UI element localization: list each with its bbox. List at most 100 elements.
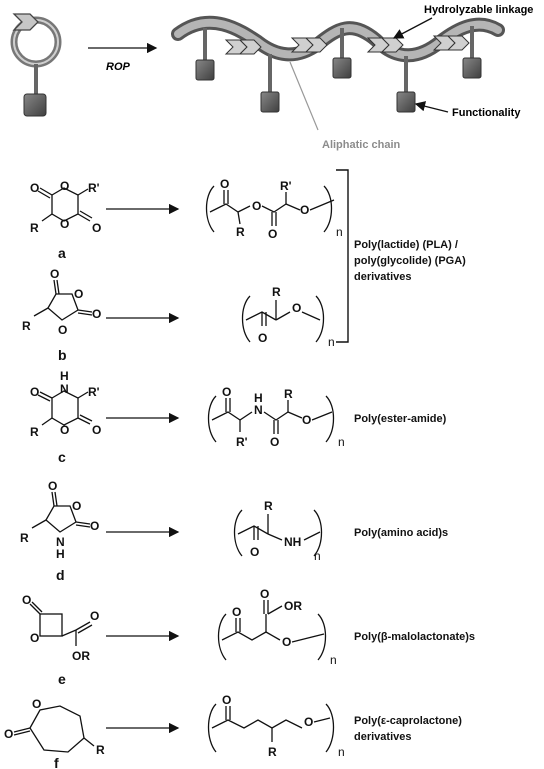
bond-line	[462, 57, 482, 79]
bond-line	[237, 211, 241, 225]
atom-label: O	[270, 435, 279, 449]
atom-label: NH	[284, 535, 301, 549]
bond-line	[61, 629, 77, 637]
atom-label: H	[254, 391, 263, 405]
atom-label: n	[328, 335, 335, 349]
atom-label: n	[336, 225, 343, 239]
bond-line	[51, 390, 79, 426]
bond-line	[446, 35, 470, 51]
linkage-chevron-icon	[12, 13, 39, 31]
atom-label: O	[300, 203, 309, 217]
bond-line	[325, 703, 335, 753]
monomer-b-letter: b	[58, 347, 67, 363]
monomer-e: O O O OR e	[22, 593, 99, 687]
bond-line	[77, 312, 93, 316]
linkage-chevron-icon	[224, 39, 262, 55]
bond-line	[207, 703, 217, 753]
bond-line	[287, 411, 303, 419]
bond-line	[207, 395, 217, 443]
bond-line	[211, 411, 241, 421]
atom-label: OR	[72, 649, 90, 663]
bond-line	[31, 601, 43, 613]
bond-line	[317, 613, 327, 661]
bond-line	[75, 621, 91, 631]
pendant-group	[195, 28, 215, 81]
bond-line	[260, 91, 280, 113]
atom-label: O	[220, 177, 229, 191]
polymer-f: n O R O	[207, 693, 345, 759]
pendant-group	[462, 26, 482, 79]
bond-line	[275, 311, 291, 321]
bond-line	[37, 394, 51, 402]
bond-line	[47, 293, 79, 321]
atom-label: R	[264, 499, 273, 513]
atom-label: H	[56, 547, 65, 561]
atom-label: n	[338, 745, 345, 759]
atom-label: R'	[236, 435, 248, 449]
bond-line	[311, 411, 333, 421]
bond-line	[301, 311, 321, 321]
bond-line	[267, 533, 283, 541]
bond-line	[291, 633, 325, 643]
poly-caprolactone-label: Poly(ε-caprolactone) derivatives	[354, 715, 462, 743]
bond-line	[313, 509, 323, 557]
atom-label: R	[20, 531, 29, 545]
bond-line	[239, 411, 253, 421]
atom-label: R	[268, 745, 277, 759]
bond-line	[203, 28, 207, 62]
monomer-c-letter: c	[58, 449, 66, 465]
rop-label: ROP	[106, 61, 131, 73]
atom-label: O	[58, 323, 67, 337]
atom-label: R	[96, 743, 105, 757]
atom-label: O	[302, 413, 311, 427]
bond-line	[392, 17, 433, 39]
hydrolyzable-linkage-label: Hydrolyzable linkage	[424, 4, 533, 16]
atom-label: N	[56, 535, 65, 549]
atom-label: O	[22, 593, 31, 607]
bond-line	[75, 524, 91, 528]
bond-line	[263, 411, 289, 421]
atom-label: O	[90, 519, 99, 533]
bond-line	[79, 210, 93, 219]
atom-label: O	[60, 217, 69, 231]
bond-line	[233, 509, 243, 557]
atom-label: poly(glycolide) (PGA)	[354, 255, 466, 267]
bond-line	[261, 203, 287, 213]
bond-line	[77, 417, 91, 425]
atom-label: OR	[284, 599, 302, 613]
monomer-e-letter: e	[58, 671, 66, 687]
bond-line	[303, 531, 321, 541]
atom-label: O	[60, 179, 69, 193]
monomer-d-letter: d	[56, 567, 65, 583]
atom-label: R	[284, 387, 293, 401]
bond-line	[39, 187, 53, 196]
bond-line	[245, 311, 277, 321]
bond-line	[267, 605, 283, 615]
polymer-chain-schematic	[171, 15, 505, 113]
bond-line	[13, 730, 31, 736]
bond-line	[13, 727, 31, 733]
atom-label: O	[304, 715, 313, 729]
atom-label: N	[254, 403, 263, 417]
atom-label: R	[30, 221, 39, 235]
atom-label: O	[252, 199, 261, 213]
monomer-a-letter: a	[58, 245, 66, 261]
atom-label: O	[258, 331, 267, 345]
atom-label: derivatives	[354, 271, 411, 283]
poly-amino-acid-label: Poly(amino acid)s	[354, 527, 448, 539]
pla-pga-bracket	[336, 169, 349, 343]
bond-line	[396, 91, 416, 113]
bond-line	[51, 491, 55, 507]
functionality-pad-icon	[23, 93, 47, 117]
atom-label: R'	[88, 181, 100, 195]
bond-line	[404, 56, 408, 94]
polymer-a: n O R O O R' O	[205, 177, 343, 241]
bond-line	[77, 188, 89, 196]
bond-line	[304, 37, 328, 53]
bond-line	[29, 705, 85, 753]
atom-label: O	[30, 181, 39, 195]
bond-line	[309, 199, 335, 211]
atom-label: O	[4, 727, 13, 741]
schematic-callouts: Hydrolyzable linkage Aliphatic chain Fun…	[289, 4, 533, 151]
atom-label: n	[338, 435, 345, 449]
